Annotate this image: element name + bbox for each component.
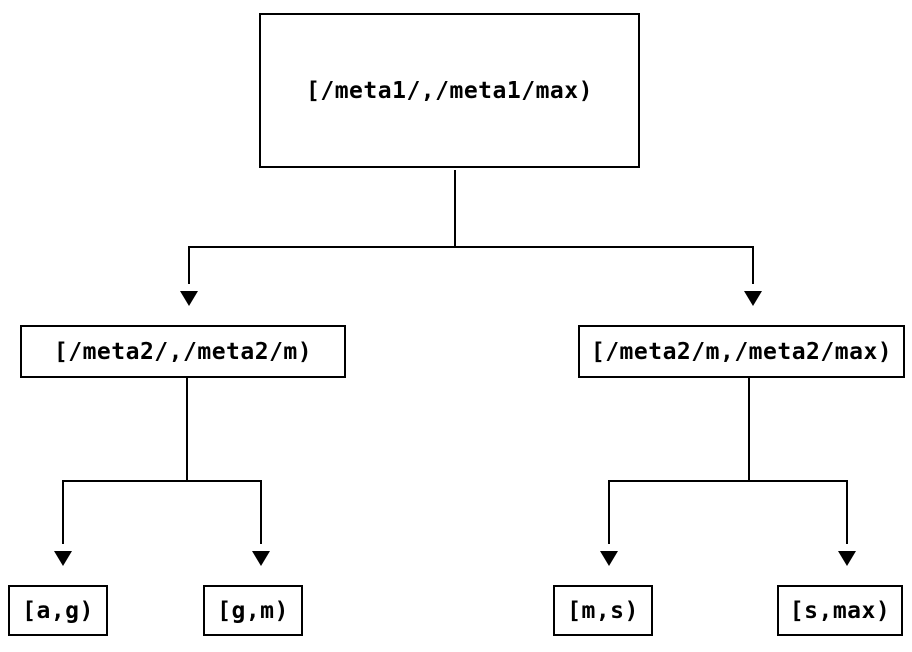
node-leaf-gm-label: [g,m) [217, 597, 289, 624]
arrowhead-to-left [180, 291, 198, 306]
node-leaf-gm: [g,m) [203, 585, 303, 636]
node-root-label: [/meta1/,/meta1/max) [306, 77, 593, 104]
connector-left-stem [186, 378, 188, 481]
arrowhead-to-leaf-gm [252, 551, 270, 566]
connector-root-right-drop [752, 246, 754, 284]
node-left: [/meta2/,/meta2/m) [20, 325, 346, 378]
node-right-label: [/meta2/m,/meta2/max) [590, 338, 893, 365]
connector-right-drop-ms [608, 480, 610, 544]
connector-left-drop-gm [260, 480, 262, 544]
node-leaf-smax: [s,max) [777, 585, 903, 636]
arrowhead-to-leaf-ms [600, 551, 618, 566]
connector-left-hbar [62, 480, 262, 482]
connector-right-stem [748, 378, 750, 481]
node-leaf-smax-label: [s,max) [789, 597, 891, 624]
node-left-label: [/meta2/,/meta2/m) [53, 338, 313, 365]
arrowhead-to-leaf-ag [54, 551, 72, 566]
node-right: [/meta2/m,/meta2/max) [578, 325, 905, 378]
node-leaf-ms: [m,s) [553, 585, 653, 636]
arrowhead-to-leaf-smax [838, 551, 856, 566]
arrowhead-to-right [744, 291, 762, 306]
connector-right-hbar [608, 480, 848, 482]
connector-root-stem [454, 170, 456, 247]
connector-left-drop-ag [62, 480, 64, 544]
connector-right-drop-smax [846, 480, 848, 544]
connector-root-hbar [188, 246, 754, 248]
node-leaf-ms-label: [m,s) [567, 597, 639, 624]
node-leaf-ag-label: [a,g) [22, 597, 94, 624]
node-leaf-ag: [a,g) [8, 585, 108, 636]
connector-root-left-drop [188, 246, 190, 284]
node-root: [/meta1/,/meta1/max) [259, 13, 640, 168]
